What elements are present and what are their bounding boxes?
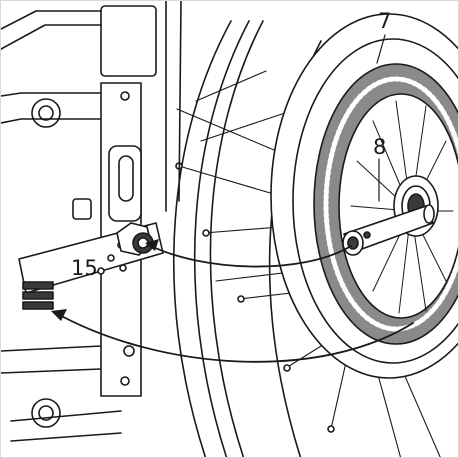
- callout-8: 8: [373, 135, 387, 159]
- assembly-arrow-upper: [145, 239, 352, 268]
- wheel-spokes: [176, 70, 441, 457]
- callout-leaders: [376, 34, 386, 202]
- callout-7: 7: [378, 9, 392, 33]
- side-bolt: [72, 198, 92, 220]
- locking-teeth-15: [22, 281, 54, 310]
- bracket-bushing: [116, 222, 154, 256]
- assembly-arrow-lower: [51, 309, 414, 363]
- callout-15: 15: [71, 256, 98, 280]
- chassis-frame: [1, 1, 182, 442]
